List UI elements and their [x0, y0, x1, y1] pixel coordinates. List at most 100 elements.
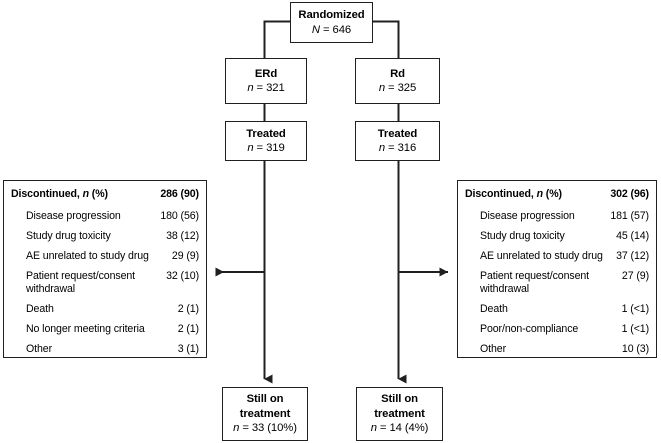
node-still-right-title-line2: treatment — [374, 407, 425, 420]
discontinued-table-left-body: Discontinued, n (%) 286 (90) Disease pro… — [11, 188, 199, 356]
italic-n-symbol: n — [247, 142, 254, 154]
discontinued-right-header-row: Discontinued, n (%) 302 (96) — [465, 188, 649, 210]
node-randomized: Randomized N = 646 — [290, 2, 373, 43]
discontinued-right-row-value: 45 (14) — [616, 230, 649, 242]
discontinued-right-header-suffix: (%) — [542, 188, 562, 200]
italic-n-symbol: N — [311, 23, 320, 36]
italic-n-symbol: n — [247, 82, 254, 94]
table-row: Poor/non-compliance 1 (<1) — [465, 323, 649, 343]
discontinued-left-row-label: Other — [26, 343, 52, 355]
node-rd-count: n = 325 — [378, 82, 417, 94]
discontinued-right-header-value: 302 (96) — [610, 188, 649, 200]
node-erd: ERd n = 321 — [225, 58, 307, 104]
node-still-left-title-line1: Still on — [246, 393, 284, 406]
node-treated-left: Treated n = 319 — [225, 121, 307, 161]
discontinued-table-left: Discontinued, n (%) 286 (90) Disease pro… — [11, 188, 199, 356]
discontinued-panel-left: Discontinued, n (%) 286 (90) Disease pro… — [3, 180, 207, 358]
node-treated-left-count: n = 319 — [247, 142, 285, 154]
node-still-on-treatment-right: Still on treatment n = 14 (4%) — [356, 387, 443, 441]
discontinued-right-row-value: 37 (12) — [616, 250, 649, 262]
italic-n-symbol: n — [536, 188, 543, 200]
node-treated-left-value: 319 — [266, 142, 285, 154]
discontinued-left-header-row: Discontinued, n (%) 286 (90) — [11, 188, 199, 210]
node-treated-right-count: n = 316 — [378, 142, 417, 154]
node-treated-right-value: 316 — [397, 142, 417, 154]
discontinued-left-header-prefix: Discontinued, — [11, 188, 83, 200]
table-row: AE unrelated to study drug 37 (12) — [465, 250, 649, 270]
discontinued-left-row-value: 3 (1) — [177, 343, 199, 355]
node-rd-title: Rd — [390, 67, 405, 80]
table-row: AE unrelated to study drug 29 (9) — [11, 250, 199, 270]
discontinued-right-row-value: 1 (<1) — [621, 303, 649, 315]
table-row: Death 1 (<1) — [465, 303, 649, 323]
discontinued-right-header-prefix: Discontinued, — [465, 188, 537, 200]
discontinued-right-row-label: Poor/non-compliance — [480, 323, 579, 335]
discontinued-left-row-value: 2 (1) — [177, 323, 199, 335]
table-row: Disease progression 181 (57) — [465, 210, 649, 230]
table-row: Other 10 (3) — [465, 343, 649, 356]
table-row: Study drug toxicity 38 (12) — [11, 230, 199, 250]
discontinued-left-row-value: 32 (10) — [166, 270, 199, 282]
table-row: Patient request/consent withdrawal 32 (1… — [11, 270, 199, 303]
node-randomized-title: Randomized — [298, 9, 365, 21]
node-still-left-value: 33 (10%) — [251, 422, 297, 435]
node-still-on-treatment-left: Still on treatment n = 33 (10%) — [222, 387, 308, 441]
discontinued-panel-right: Discontinued, n (%) 302 (96) Disease pro… — [457, 180, 657, 358]
discontinued-right-row-label: AE unrelated to study drug — [480, 250, 603, 262]
connector-randomized-to-rd — [373, 20, 400, 58]
discontinued-left-row-value: 38 (12) — [166, 230, 199, 242]
node-erd-title: ERd — [254, 67, 278, 80]
node-rd: Rd n = 325 — [355, 58, 440, 104]
node-rd-value: 325 — [397, 82, 417, 94]
discontinued-left-header-label: Discontinued, n (%) — [11, 188, 154, 210]
discontinued-table-right-body: Discontinued, n (%) 302 (96) Disease pro… — [465, 188, 649, 356]
discontinued-left-row-label: Study drug toxicity — [26, 230, 111, 242]
italic-n-symbol: n — [82, 188, 89, 200]
table-row: Patient request/consent withdrawal 27 (9… — [465, 270, 649, 303]
discontinued-left-row-value: 180 (56) — [160, 210, 199, 222]
node-treated-right: Treated n = 316 — [355, 121, 440, 161]
discontinued-left-row-label: Disease progression — [26, 210, 121, 222]
italic-n-symbol: n — [370, 422, 377, 435]
node-treated-right-title: Treated — [377, 127, 418, 140]
node-randomized-value: 646 — [332, 23, 352, 36]
discontinued-left-row-label: No longer meeting criteria — [26, 323, 145, 335]
connector-randomized-to-erd — [263, 20, 290, 58]
discontinued-right-row-label: Disease progression — [480, 210, 575, 222]
table-row: Study drug toxicity 45 (14) — [465, 230, 649, 250]
discontinued-left-row-label: AE unrelated to study drug — [26, 250, 149, 262]
table-row: No longer meeting criteria 2 (1) — [11, 323, 199, 343]
table-row: Death 2 (1) — [11, 303, 199, 323]
table-row: Other 3 (1) — [11, 343, 199, 356]
discontinued-left-row-value: 29 (9) — [171, 250, 199, 262]
discontinued-right-row-label: Study drug toxicity — [480, 230, 565, 242]
discontinued-right-row-value: 10 (3) — [621, 343, 649, 355]
node-still-left-title-line2: treatment — [239, 407, 291, 420]
node-erd-value: 321 — [266, 82, 285, 94]
discontinued-left-row-label: Patient request/consent withdrawal — [26, 270, 136, 295]
discontinued-table-right: Discontinued, n (%) 302 (96) Disease pro… — [465, 188, 649, 356]
node-randomized-count: N = 646 — [311, 23, 352, 36]
node-still-right-title-line1: Still on — [381, 393, 418, 406]
node-erd-count: n = 321 — [247, 82, 285, 94]
discontinued-right-row-value: 27 (9) — [621, 270, 649, 282]
discontinued-right-row-label: Death — [480, 303, 508, 315]
italic-n-symbol: n — [378, 82, 386, 94]
discontinued-right-row-label: Other — [480, 343, 506, 355]
discontinued-left-row-label: Death — [26, 303, 54, 315]
discontinued-right-header-label: Discontinued, n (%) — [465, 188, 604, 210]
node-still-left-count: n = 33 (10%) — [233, 422, 297, 435]
discontinued-right-row-value: 1 (<1) — [621, 323, 649, 335]
table-row: Disease progression 180 (56) — [11, 210, 199, 230]
node-treated-left-title: Treated — [246, 127, 286, 140]
discontinued-left-row-value: 2 (1) — [177, 303, 199, 315]
discontinued-right-row-label: Patient request/consent withdrawal — [480, 270, 590, 295]
node-still-right-value: 14 (4%) — [389, 422, 429, 435]
discontinued-left-header-suffix: (%) — [88, 188, 108, 200]
node-still-right-count: n = 14 (4%) — [370, 422, 429, 435]
discontinued-left-header-value: 286 (90) — [160, 188, 199, 200]
italic-n-symbol: n — [233, 422, 240, 435]
discontinued-right-row-value: 181 (57) — [610, 210, 649, 222]
